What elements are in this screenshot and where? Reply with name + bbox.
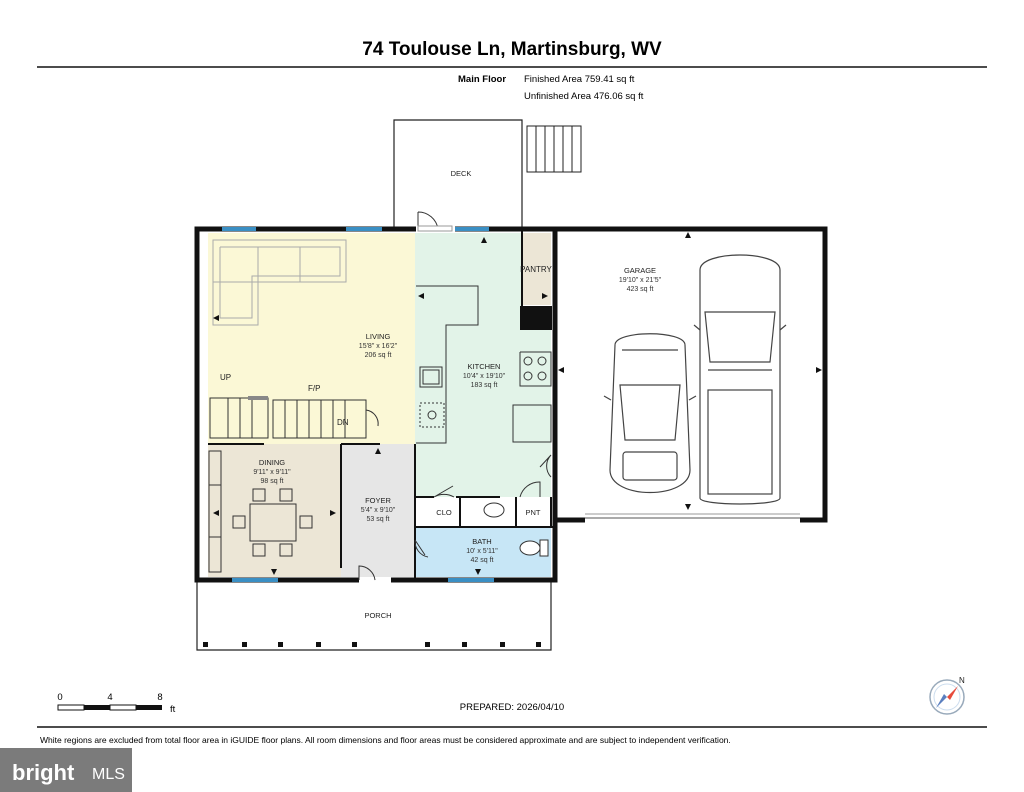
- svg-text:10'4" x 19'10": 10'4" x 19'10": [463, 373, 506, 380]
- page-title: 74 Toulouse Ln, Martinsburg, WV: [362, 39, 662, 60]
- living-fill: [208, 233, 415, 444]
- prepared-date: PREPARED: 2026/04/10: [460, 702, 564, 713]
- kitchen-label: KITCHEN 10'4" x 19'10" 183 sq ft: [463, 362, 506, 389]
- dining-bench: [208, 450, 222, 573]
- bright-mls-watermark: bright MLS: [0, 748, 132, 792]
- garage-label: GARAGE 19'10" x 21'5" 423 sq ft: [619, 266, 662, 293]
- garage-markers: [213, 232, 822, 575]
- unfinished-area: Unfinished Area 476.06 sq ft: [524, 91, 644, 102]
- svg-text:19'10" x 21'5": 19'10" x 21'5": [619, 277, 662, 284]
- pantry-wall-block: [520, 306, 552, 330]
- doors: [358, 211, 552, 581]
- scale-unit: ft: [170, 704, 176, 715]
- svg-text:42 sq ft: 42 sq ft: [471, 557, 494, 564]
- fireplace: [248, 396, 268, 400]
- kitchen-fill: [415, 233, 551, 497]
- svg-text:15'8" x 16'2": 15'8" x 16'2": [359, 343, 398, 350]
- kitchen-counter: [416, 285, 552, 444]
- pantry-label: PANTRY: [520, 265, 552, 274]
- closet-label: CLO: [436, 508, 452, 517]
- svg-text:206 sq ft: 206 sq ft: [365, 352, 392, 359]
- svg-text:LIVING: LIVING: [366, 332, 391, 341]
- car-sedan-icon: [603, 333, 697, 494]
- svg-text:10' x 5'11": 10' x 5'11": [466, 548, 498, 555]
- foyer-label: FOYER 5'4" x 9'10" 53 sq ft: [361, 496, 396, 523]
- svg-text:GARAGE: GARAGE: [624, 266, 656, 275]
- stair-up-label: UP: [220, 373, 231, 382]
- porch: PORCH: [196, 580, 552, 651]
- svg-text:5'4" x 9'10": 5'4" x 9'10": [361, 507, 396, 514]
- fireplace-label: F/P: [308, 384, 320, 393]
- staircase: [209, 397, 379, 439]
- svg-text:DINING: DINING: [259, 458, 285, 467]
- windows: [222, 227, 494, 582]
- dining-label: DINING 9'11" x 9'11" 98 sq ft: [253, 458, 291, 485]
- disclaimer: White regions are excluded from total fl…: [40, 735, 731, 745]
- dining-fill: [208, 444, 341, 577]
- bath-label: BATH 10' x 5'11" 42 sq ft: [466, 537, 498, 564]
- svg-text:FOYER: FOYER: [365, 496, 391, 505]
- deck: DECK: [393, 119, 582, 228]
- compass-north: N: [959, 676, 965, 685]
- sink-icon: [419, 366, 443, 388]
- bath-fixtures: [483, 502, 549, 557]
- watermark-suffix: MLS: [92, 766, 125, 783]
- svg-text:KITCHEN: KITCHEN: [468, 362, 501, 371]
- floor-label: Main Floor: [458, 74, 506, 85]
- pantry-small-label: PNT: [526, 508, 541, 517]
- finished-area: Finished Area 759.41 sq ft: [524, 74, 635, 85]
- svg-text:53 sq ft: 53 sq ft: [367, 516, 390, 523]
- compass-icon: N: [929, 676, 965, 715]
- sectional-sofa: [212, 239, 347, 326]
- pantry-fill: [522, 233, 551, 305]
- svg-text:98 sq ft: 98 sq ft: [261, 478, 284, 485]
- watermark-brand: bright: [12, 760, 75, 785]
- interior-walls: [208, 443, 555, 580]
- svg-text:9'11" x 9'11": 9'11" x 9'11": [253, 469, 291, 476]
- car-truck-icon: [693, 254, 787, 505]
- living-label: LIVING 15'8" x 16'2" 206 sq ft: [359, 332, 398, 359]
- porch-label: PORCH: [364, 611, 391, 620]
- stove-icon: [523, 356, 547, 381]
- deck-label: DECK: [451, 169, 472, 178]
- svg-text:423 sq ft: 423 sq ft: [627, 286, 654, 293]
- foyer-fill: [341, 444, 415, 577]
- svg-text:183 sq ft: 183 sq ft: [471, 382, 498, 389]
- scale-tick-0: 0: [57, 692, 62, 703]
- deck-stairs: [526, 125, 582, 173]
- scale-bar: 0 4 8 ft: [57, 692, 175, 715]
- scale-tick-8: 8: [157, 692, 162, 703]
- scale-tick-4: 4: [107, 692, 112, 703]
- svg-text:BATH: BATH: [472, 537, 491, 546]
- dishwasher-icon: [419, 402, 445, 428]
- dining-table: [232, 488, 313, 557]
- stair-down-label: DN: [337, 418, 349, 427]
